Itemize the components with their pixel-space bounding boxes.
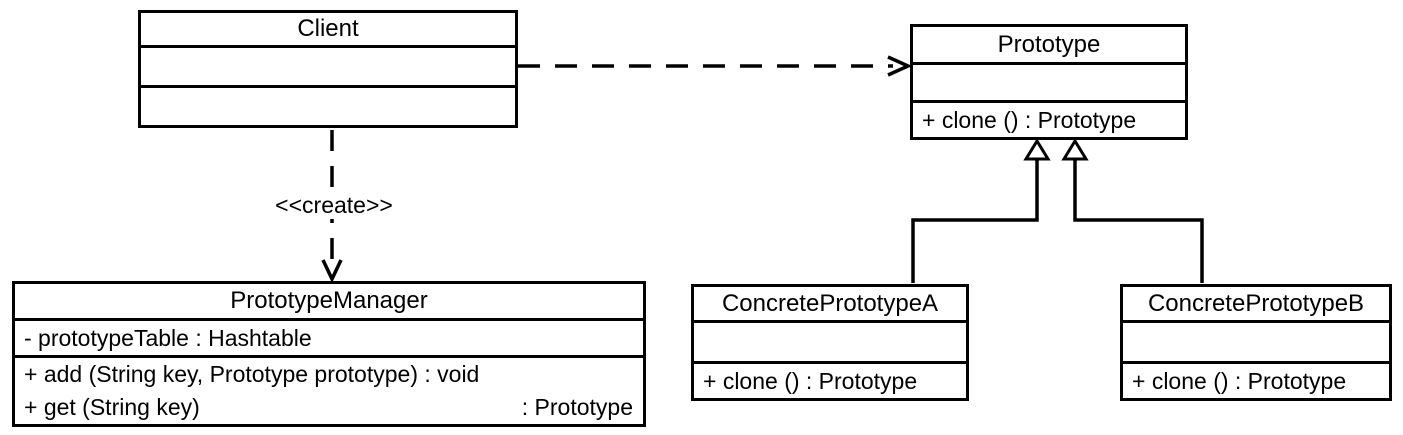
class-client-title: Client: [141, 13, 515, 48]
class-client: Client: [138, 10, 518, 128]
class-client-attributes: [141, 48, 515, 88]
class-prototype-title: Prototype: [913, 27, 1185, 65]
method-clone: + clone () : Prototype: [1132, 367, 1347, 394]
class-prototype: Prototype + clone () : Prototype: [910, 24, 1188, 140]
class-concreteprototypeb-attributes: [1123, 323, 1389, 364]
dependency-arrow-client-to-prototype: [518, 55, 913, 77]
hollow-triangle-icon: [1061, 138, 1089, 161]
method-get-return-type: : Prototype: [521, 394, 633, 420]
class-prototype-attributes: [913, 65, 1185, 103]
method-clone: + clone () : Prototype: [922, 106, 1137, 133]
class-concreteprototypea-methods: + clone () : Prototype: [694, 364, 966, 398]
attribute-prototypetable: - prototypeTable : Hashtable: [24, 324, 312, 351]
class-prototypemanager-title: PrototypeManager: [15, 284, 643, 321]
hollow-triangle-icon: [1023, 138, 1051, 161]
create-stereotype-label: <<create>>: [272, 191, 396, 219]
class-prototypemanager-attributes: - prototypeTable : Hashtable: [15, 321, 643, 358]
class-client-methods: [141, 88, 515, 125]
open-arrowhead-icon: [887, 55, 913, 77]
class-prototypemanager-methods: + add (String key, Prototype prototype) …: [15, 358, 643, 424]
method-get-signature: + get (String key): [24, 394, 200, 420]
class-concreteprototypeb-methods: + clone () : Prototype: [1123, 364, 1389, 398]
generalization-concreteprototypea-to-prototype: [911, 138, 1051, 283]
method-clone: + clone () : Prototype: [703, 367, 918, 394]
class-prototypemanager: PrototypeManager - prototypeTable : Hash…: [12, 281, 646, 427]
class-concreteprototypea-title: ConcretePrototypeA: [694, 287, 966, 323]
class-concreteprototypea: ConcretePrototypeA + clone () : Prototyp…: [691, 284, 969, 401]
class-prototype-methods: + clone () : Prototype: [913, 103, 1185, 137]
method-get: + get (String key) : Prototype: [15, 391, 643, 424]
class-concreteprototypeb: ConcretePrototypeB + clone () : Prototyp…: [1120, 284, 1392, 401]
class-concreteprototypea-attributes: [694, 323, 966, 364]
generalization-concreteprototypeb-to-prototype: [1061, 138, 1204, 283]
method-add: + add (String key, Prototype prototype) …: [24, 361, 480, 387]
class-concreteprototypeb-title: ConcretePrototypeB: [1123, 287, 1389, 323]
open-arrowhead-icon: [321, 259, 343, 284]
